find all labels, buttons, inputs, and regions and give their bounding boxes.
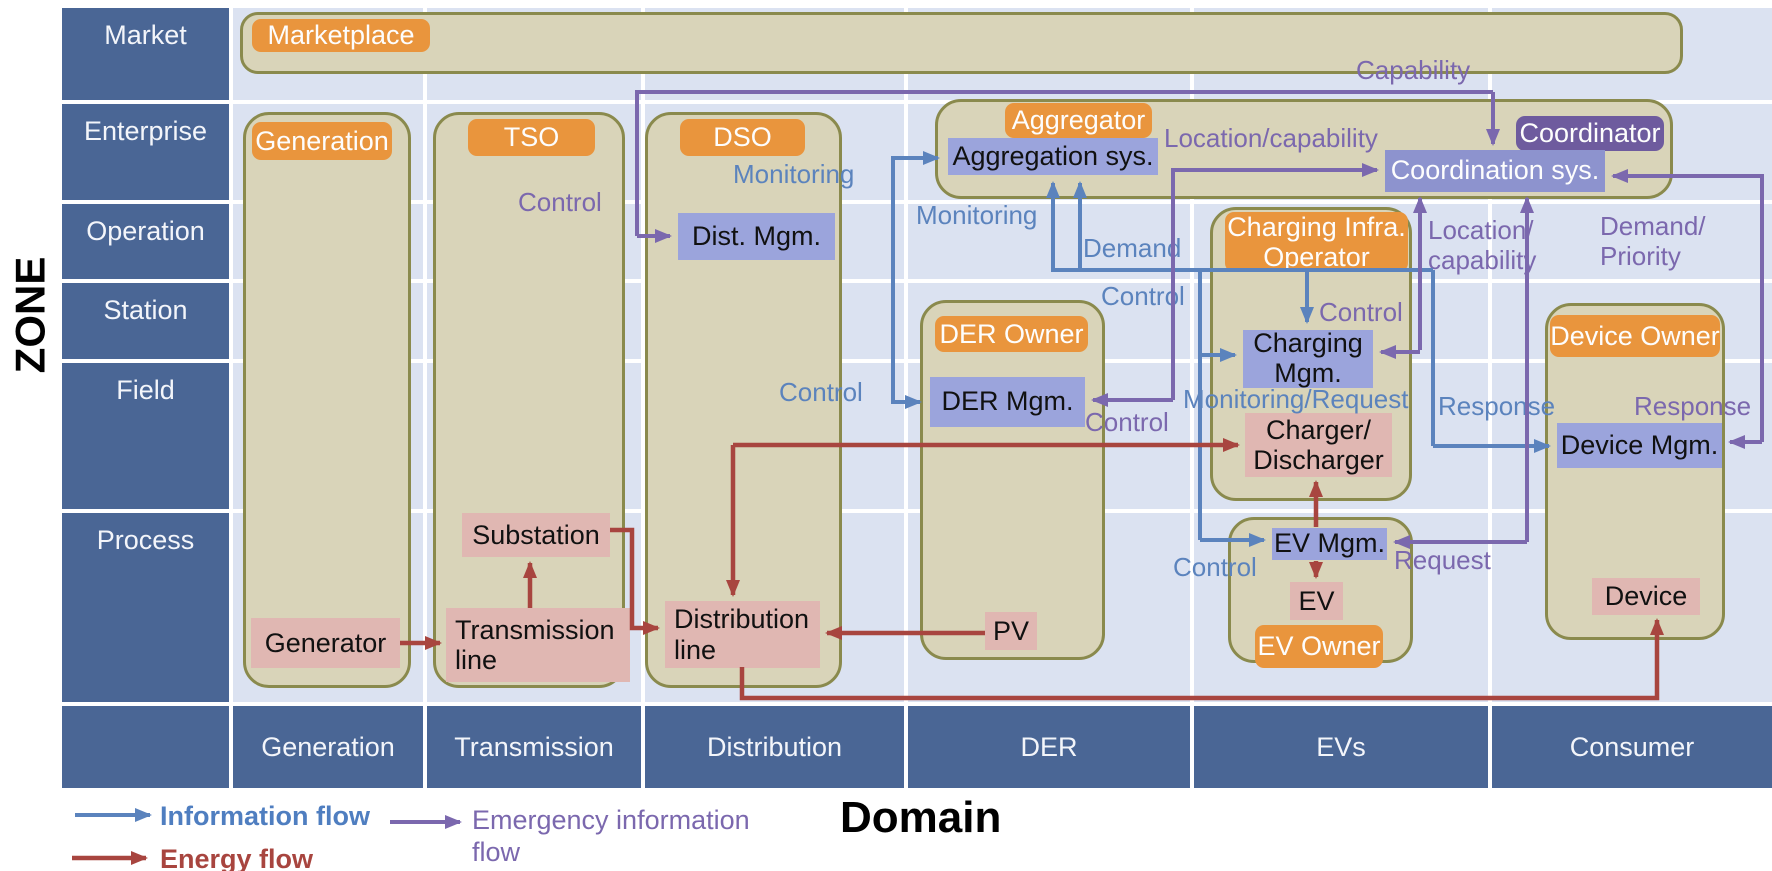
domain-cell-transmission: Transmission (427, 706, 641, 788)
zone-label: Station (103, 295, 188, 325)
coordination-sys-box: Coordination sys. (1385, 150, 1605, 192)
charger-discharger-box: Charger/ Discharger (1245, 413, 1392, 477)
zone-label: Operation (86, 216, 205, 246)
domain-axis-title: Domain (840, 793, 1002, 842)
marketplace-container (240, 12, 1683, 74)
flow-label-location-capability: Location/capability (1164, 123, 1378, 153)
flow-label-request: Request (1394, 545, 1491, 575)
zone-label: Market (104, 20, 187, 50)
domain-label: Consumer (1569, 731, 1695, 762)
zone-domain-corner-cell (62, 706, 229, 788)
flow-label-control-charging-purple: Control (1319, 297, 1403, 327)
generation-actor-label: Generation (252, 122, 392, 160)
device-owner-label: Device Owner (1550, 315, 1720, 357)
zone-label: Field (116, 375, 175, 405)
zone-row-field: Field (62, 363, 229, 509)
domain-cell-distribution: Distribution (645, 706, 904, 788)
flow-label-control-tso: Control (518, 187, 602, 217)
zone-row-operation: Operation (62, 204, 229, 279)
dso-container (645, 112, 842, 688)
generator-box: Generator (251, 618, 400, 668)
device-box: Device (1592, 578, 1700, 615)
grid-col-line (1190, 8, 1194, 702)
dso-actor-label: DSO (680, 119, 805, 156)
domain-label: Transmission (454, 731, 614, 762)
flow-label-demand: Demand (1083, 233, 1182, 263)
domain-cell-consumer: Consumer (1492, 706, 1772, 788)
legend-information-flow: Information flow (160, 801, 370, 831)
legend-emergency-flow: Emergency information flow (472, 805, 750, 868)
grid-col-line (641, 8, 645, 702)
domain-label: EVs (1316, 731, 1366, 762)
flow-label-control-der-purple: Control (1085, 407, 1169, 437)
marketplace-label: Marketplace (252, 19, 430, 52)
domain-cell-der: DER (908, 706, 1190, 788)
charging-mgm-box: Charging Mgm. (1243, 328, 1373, 388)
der-owner-label: DER Owner (935, 316, 1088, 352)
flow-label-capability: Capability (1356, 55, 1471, 85)
coordinator-label: Coordinator (1516, 116, 1664, 151)
grid-row-line (233, 200, 1772, 204)
flow-label-monitoring-request: Monitoring/Request (1183, 384, 1409, 414)
grid-col-line (1488, 8, 1492, 702)
aggregator-label: Aggregator (1005, 103, 1152, 138)
ev-box: EV (1290, 582, 1343, 620)
domain-label: Distribution (706, 731, 843, 762)
flow-label-demand-priority: Demand/ Priority (1600, 211, 1706, 271)
domain-label: Generation (261, 731, 395, 762)
distribution-line-box: Distribution line (665, 601, 820, 668)
flow-label-control-ev: Control (1173, 552, 1257, 582)
substation-box: Substation (462, 513, 610, 557)
zone-axis-title-wrap: ZONE (0, 230, 70, 400)
der-mgm-box: DER Mgm. (930, 377, 1085, 427)
aggregation-sys-box: Aggregation sys. (948, 138, 1158, 175)
der-owner-container (920, 300, 1105, 660)
flow-label-control-der: Control (779, 377, 863, 407)
tso-actor-label: TSO (468, 119, 595, 156)
zone-row-station: Station (62, 283, 229, 359)
transmission-line-box: Transmission line (446, 608, 630, 682)
grid-col-line (423, 8, 427, 702)
zone-label: Enterprise (83, 116, 208, 146)
domain-label: DER (1020, 731, 1078, 762)
flow-label-monitoring-agg: Monitoring (916, 200, 1038, 230)
zone-row-market: Market (62, 8, 229, 100)
dist-mgm-box: Dist. Mgm. (678, 213, 835, 260)
pv-box: PV (985, 612, 1037, 650)
flow-label-response-purple: Response (1634, 391, 1752, 421)
zone-label: Process (96, 525, 195, 555)
device-mgm-box: Device Mgm. (1557, 423, 1722, 468)
ev-mgm-box: EV Mgm. (1272, 528, 1387, 560)
flow-label-location-capability-2: Location/ capability (1428, 215, 1537, 275)
flow-label-monitoring-dso: Monitoring (733, 159, 855, 189)
ev-owner-label: EV Owner (1255, 625, 1383, 668)
grid-row-line (233, 279, 1772, 283)
flow-label-response-blue: Response (1438, 391, 1556, 421)
zone-axis-title: ZONE (6, 256, 54, 374)
flow-label-control-charging: Control (1101, 281, 1185, 311)
zone-row-enterprise: Enterprise (62, 104, 229, 200)
domain-cell-generation: Generation (233, 706, 423, 788)
generation-container (243, 112, 411, 688)
legend-energy-flow: Energy flow (160, 844, 314, 871)
domain-cell-evs: EVs (1194, 706, 1488, 788)
charging-operator-label: Charging Infra. Operator (1225, 212, 1408, 272)
zone-row-process: Process (62, 513, 229, 702)
grid-col-line (904, 8, 908, 702)
